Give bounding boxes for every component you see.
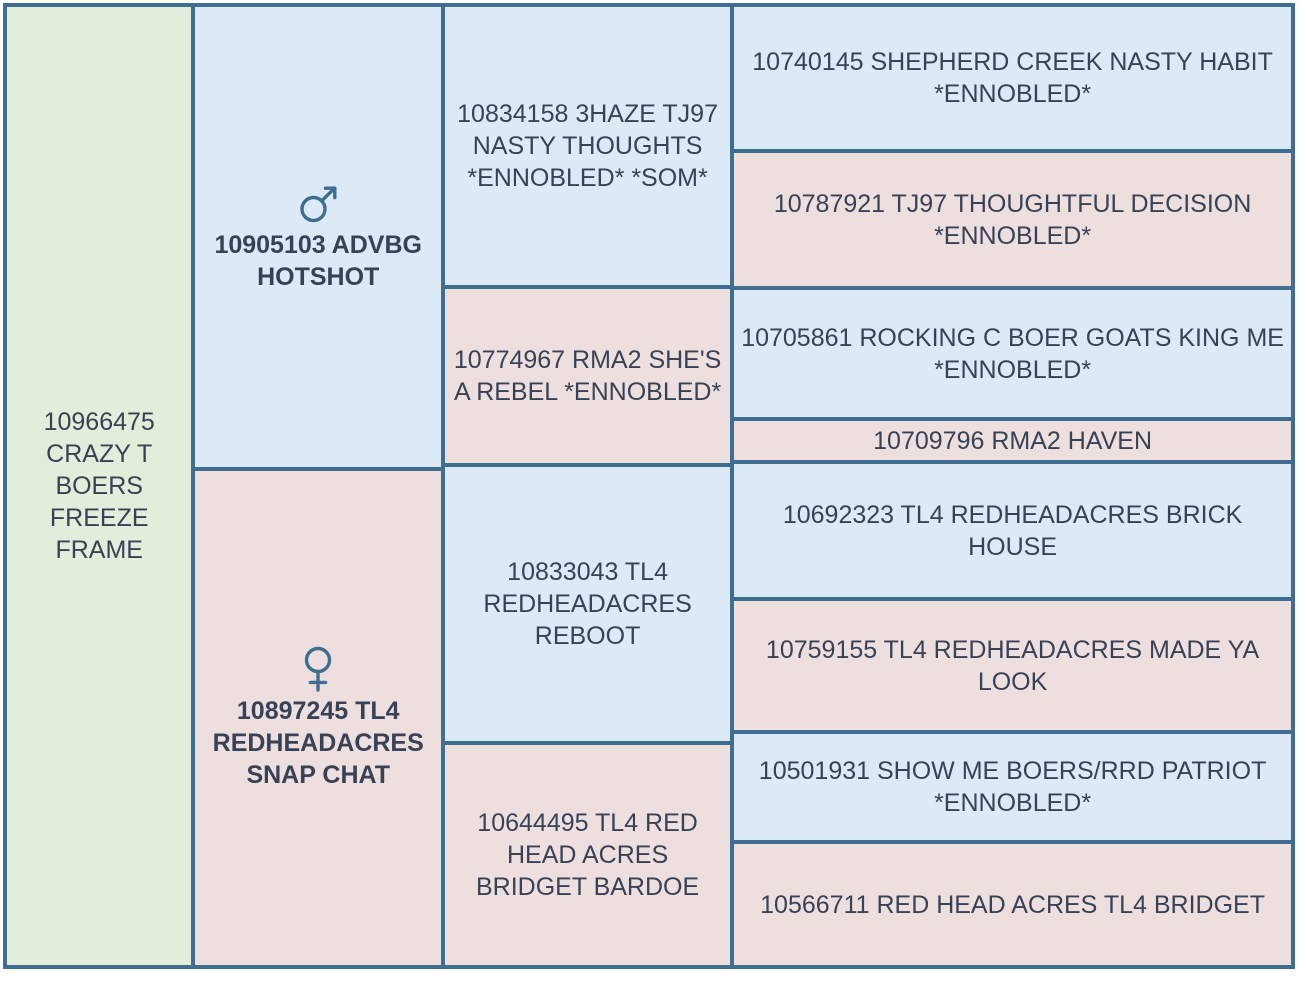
pedigree-cell-great-grandparent-8[interactable]: 10566711 RED HEAD ACRES TL4 BRIDGET: [734, 840, 1291, 965]
pedigree-cell-great-grandparent-6[interactable]: 10759155 TL4 REDHEADACRES MADE YA LOOK: [734, 597, 1291, 730]
great-grandparent-name: 10709796 RMA2 HAVEN: [873, 426, 1152, 455]
pedigree-chart: 10966475 CRAZY T BOERS FREEZE FRAME 1090…: [3, 3, 1295, 969]
pedigree-cell-grandparent-2[interactable]: 10774967 RMA2 SHE'S A REBEL *ENNOBLED*: [445, 285, 731, 463]
pedigree-cell-sire[interactable]: 10905103 ADVBG HOTSHOT: [195, 7, 442, 467]
great-grandparent-name: 10759155 TL4 REDHEADACRES MADE YA LOOK: [765, 635, 1260, 696]
generation-column-parents: 10905103 ADVBG HOTSHOT 10897245 TL4 REDH…: [191, 7, 442, 965]
great-grandparent-name: 10501931 SHOW ME BOERS/RRD PATRIOT *ENNO…: [758, 757, 1267, 817]
pedigree-cell-grandparent-4[interactable]: 10644495 TL4 RED HEAD ACRES BRIDGET BARD…: [445, 741, 731, 965]
pedigree-cell-subject[interactable]: 10966475 CRAZY T BOERS FREEZE FRAME: [7, 7, 192, 965]
great-grandparent-name: 10740145 SHEPHERD CREEK NASTY HABIT *ENN…: [752, 48, 1273, 108]
pedigree-cell-dam[interactable]: 10897245 TL4 REDHEADACRES SNAP CHAT: [195, 467, 442, 965]
generation-column-great-grandparents: 10740145 SHEPHERD CREEK NASTY HABIT *ENN…: [730, 7, 1291, 965]
male-symbol-icon: [295, 181, 341, 227]
pedigree-cell-great-grandparent-3[interactable]: 10705861 ROCKING C BOER GOATS KING ME *E…: [734, 286, 1291, 417]
dam-name: 10897245 TL4 REDHEADACRES SNAP CHAT: [212, 697, 424, 789]
grandparent-name: 10774967 RMA2 SHE'S A REBEL *ENNOBLED*: [453, 346, 722, 406]
female-symbol-icon: [298, 645, 338, 693]
pedigree-cell-great-grandparent-7[interactable]: 10501931 SHOW ME BOERS/RRD PATRIOT *ENNO…: [734, 730, 1291, 840]
pedigree-cell-great-grandparent-1[interactable]: 10740145 SHEPHERD CREEK NASTY HABIT *ENN…: [734, 7, 1291, 149]
sire-name: 10905103 ADVBG HOTSHOT: [214, 231, 422, 291]
pedigree-cell-grandparent-3[interactable]: 10833043 TL4 REDHEADACRES REBOOT: [445, 463, 731, 741]
great-grandparent-name: 10566711 RED HEAD ACRES TL4 BRIDGET: [760, 890, 1265, 919]
subject-name: 10966475 CRAZY T BOERS FREEZE FRAME: [43, 408, 155, 564]
pedigree-cell-grandparent-1[interactable]: 10834158 3HAZE TJ97 NASTY THOUGHTS *ENNO…: [445, 7, 731, 285]
great-grandparent-name: 10692323 TL4 REDHEADACRES BRICK HOUSE: [782, 500, 1243, 561]
pedigree-cell-great-grandparent-2[interactable]: 10787921 TJ97 THOUGHTFUL DECISION *ENNOB…: [734, 149, 1291, 286]
generation-column-grandparents: 10834158 3HAZE TJ97 NASTY THOUGHTS *ENNO…: [441, 7, 731, 965]
grandparent-name: 10833043 TL4 REDHEADACRES REBOOT: [483, 558, 692, 650]
grandparent-name: 10834158 3HAZE TJ97 NASTY THOUGHTS *ENNO…: [457, 100, 718, 192]
pedigree-cell-great-grandparent-5[interactable]: 10692323 TL4 REDHEADACRES BRICK HOUSE: [734, 460, 1291, 597]
great-grandparent-name: 10705861 ROCKING C BOER GOATS KING ME *E…: [741, 323, 1284, 384]
pedigree-cell-great-grandparent-4[interactable]: 10709796 RMA2 HAVEN: [734, 417, 1291, 460]
great-grandparent-name: 10787921 TJ97 THOUGHTFUL DECISION *ENNOB…: [773, 189, 1252, 250]
generation-column-subject: 10966475 CRAZY T BOERS FREEZE FRAME: [7, 7, 192, 965]
grandparent-name: 10644495 TL4 RED HEAD ACRES BRIDGET BARD…: [475, 809, 700, 901]
